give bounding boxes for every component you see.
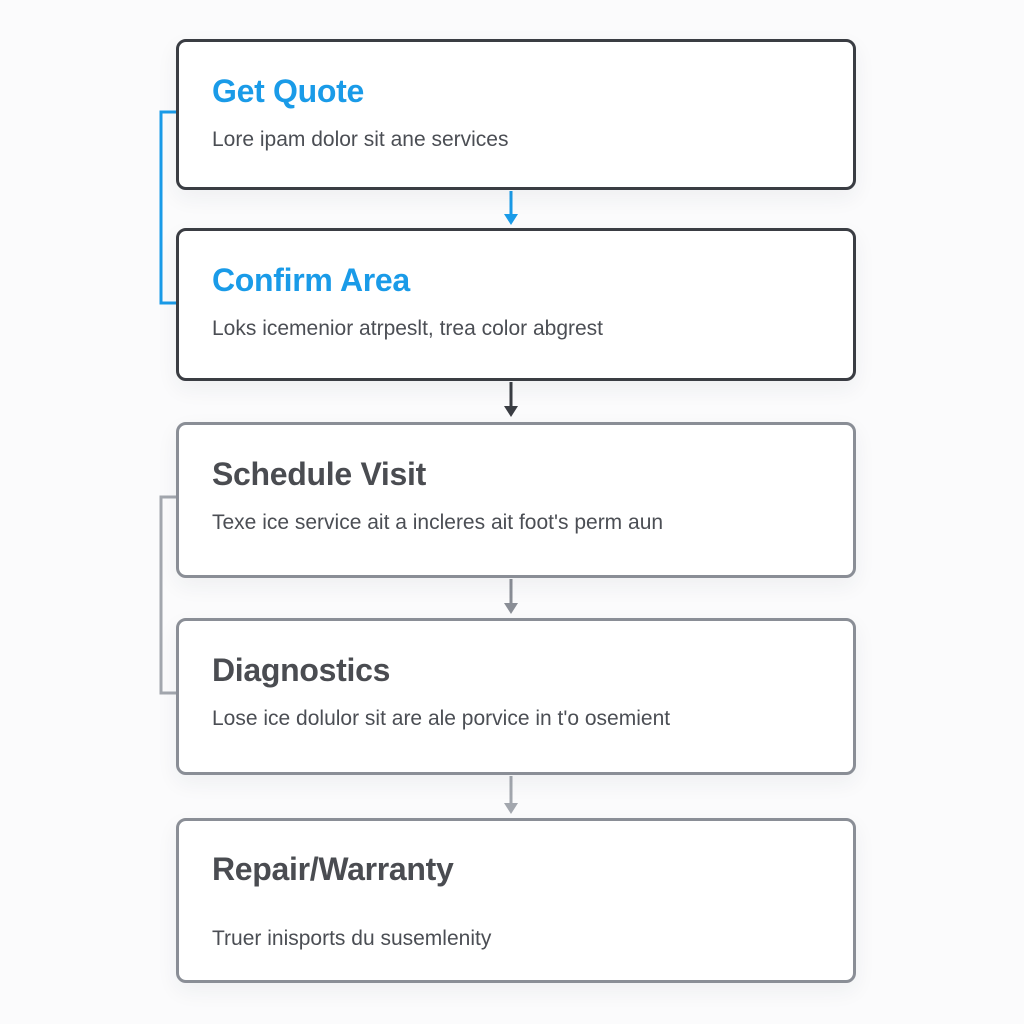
step-card-repair-warranty[interactable]: Repair/Warranty Truer inisports du susem… [176, 818, 856, 983]
step-title: Schedule Visit [212, 456, 426, 492]
step-card-schedule-visit[interactable]: Schedule Visit Texe ice service ait a in… [176, 422, 856, 578]
bracket-connector-quote-area [159, 110, 176, 305]
step-card-confirm-area[interactable]: Confirm Area Loks icemenior atrpeslt, tr… [176, 228, 856, 381]
step-description: Truer inisports du susemlenity [212, 927, 492, 950]
arrow-area-to-schedule [504, 382, 518, 417]
step-title: Diagnostics [212, 652, 391, 688]
step-title: Get Quote [212, 73, 364, 109]
arrow-diagnostics-to-repair [504, 776, 518, 814]
step-description: Texe ice service ait a incleres ait foot… [212, 511, 664, 534]
step-title: Repair/Warranty [212, 851, 454, 887]
step-description: Lore ipam dolor sit ane services [212, 128, 509, 151]
step-description: Lose ice dolulor sit are ale porvice in … [212, 707, 671, 730]
step-title: Confirm Area [212, 262, 410, 298]
step-card-diagnostics[interactable]: Diagnostics Lose ice dolulor sit are ale… [176, 618, 856, 775]
step-description: Loks icemenior atrpeslt, trea color abgr… [212, 317, 604, 340]
bracket-connector-schedule-diagnostics [159, 495, 176, 695]
arrow-schedule-to-diagnostics [504, 579, 518, 614]
arrow-quote-to-area [504, 191, 518, 225]
step-card-get-quote[interactable]: Get Quote Lore ipam dolor sit ane servic… [176, 39, 856, 190]
